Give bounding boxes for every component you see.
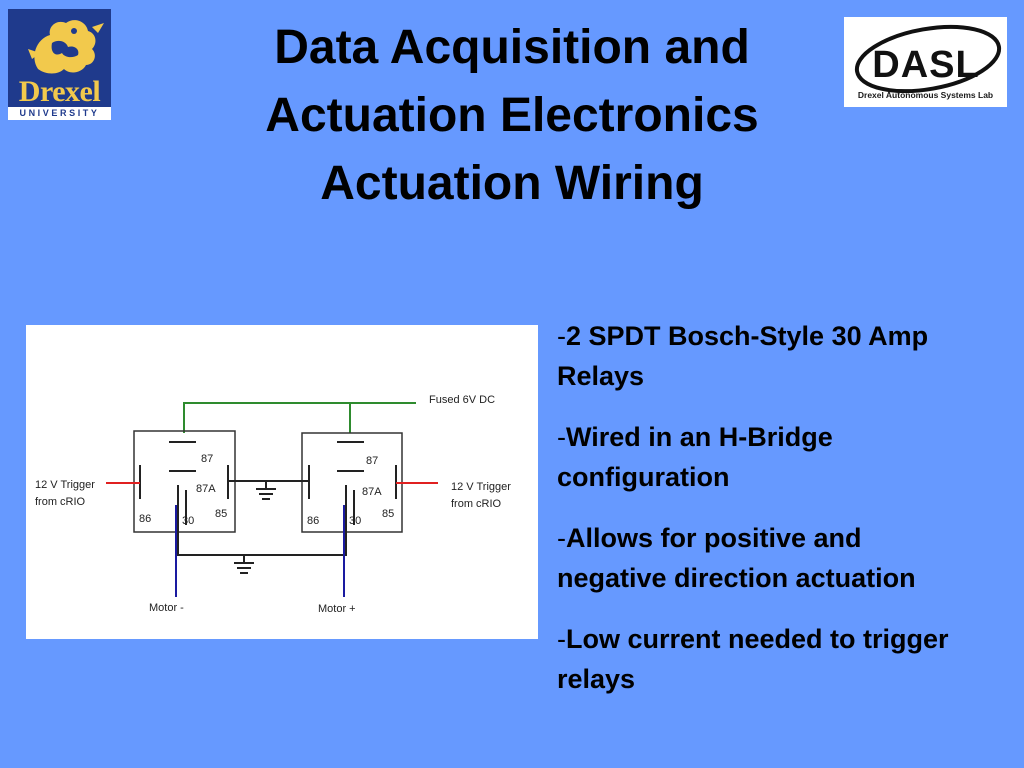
- relay-left-pin-30: 30: [182, 515, 194, 527]
- trigger-right-label: 12 V Trigger from cRIO: [451, 481, 514, 510]
- relay-right-pin-30: 30: [349, 515, 361, 527]
- motor-plus-label: Motor +: [318, 603, 356, 615]
- title-line-3: Actuation Wiring: [320, 157, 704, 210]
- relay-right-pin-86: 86: [307, 515, 319, 527]
- bullet-item: -Allows for positive and negative direct…: [557, 523, 916, 593]
- dasl-wordmark: DASL: [872, 44, 979, 86]
- slide-title: Data Acquisition and Actuation Electroni…: [200, 14, 824, 218]
- ground-icon-bottom: [234, 555, 254, 574]
- relay-right-pin-85: 85: [382, 508, 394, 520]
- bullet-list: -2 SPDT Bosch-Style 30 Amp Relays -Wired…: [557, 316, 957, 720]
- motor-minus-label: Motor -: [149, 602, 184, 614]
- drexel-wordmark: Drexel: [18, 75, 101, 108]
- relay-right-pin-87: 87: [366, 455, 378, 467]
- dasl-swoosh-icon: DASL: [854, 24, 1002, 94]
- title-line-2: Actuation Electronics: [265, 89, 759, 142]
- relay-left-pin-86: 86: [139, 513, 151, 525]
- supply-wire: [183, 402, 416, 433]
- relay-left-pin-85: 85: [215, 508, 227, 520]
- supply-label: Fused 6V DC: [429, 394, 495, 406]
- ground-bus-wire: [177, 519, 347, 556]
- relay-left-pin-87a: 87A: [196, 483, 216, 495]
- bullet-item: -2 SPDT Bosch-Style 30 Amp Relays: [557, 321, 929, 391]
- ground-icon: [256, 481, 276, 500]
- dasl-tagline: Drexel Autonomous Systems Lab: [857, 90, 994, 100]
- trigger-left-label: 12 V Trigger from cRIO: [35, 479, 98, 508]
- relay-wiring-diagram: Fused 6V DC 87 87A 86 30 85 87 87A 86 30…: [26, 325, 538, 639]
- bullet-item: -Wired in an H-Bridge configuration: [557, 422, 833, 492]
- relay-left-pin-87: 87: [201, 453, 213, 465]
- title-line-1: Data Acquisition and: [274, 21, 750, 74]
- university-label: UNIVERSITY: [8, 107, 111, 120]
- bullet-item: -Low current needed to trigger relays: [557, 624, 949, 694]
- dragon-icon: [28, 20, 104, 74]
- dasl-logo: DASL Drexel Autonomous Systems Lab: [844, 17, 1007, 107]
- wiring-schematic: Fused 6V DC 87 87A 86 30 85 87 87A 86 30…: [35, 394, 514, 615]
- relay-right-pin-87a: 87A: [362, 486, 382, 498]
- drexel-logo: Drexel UNIVERSITY: [8, 9, 111, 120]
